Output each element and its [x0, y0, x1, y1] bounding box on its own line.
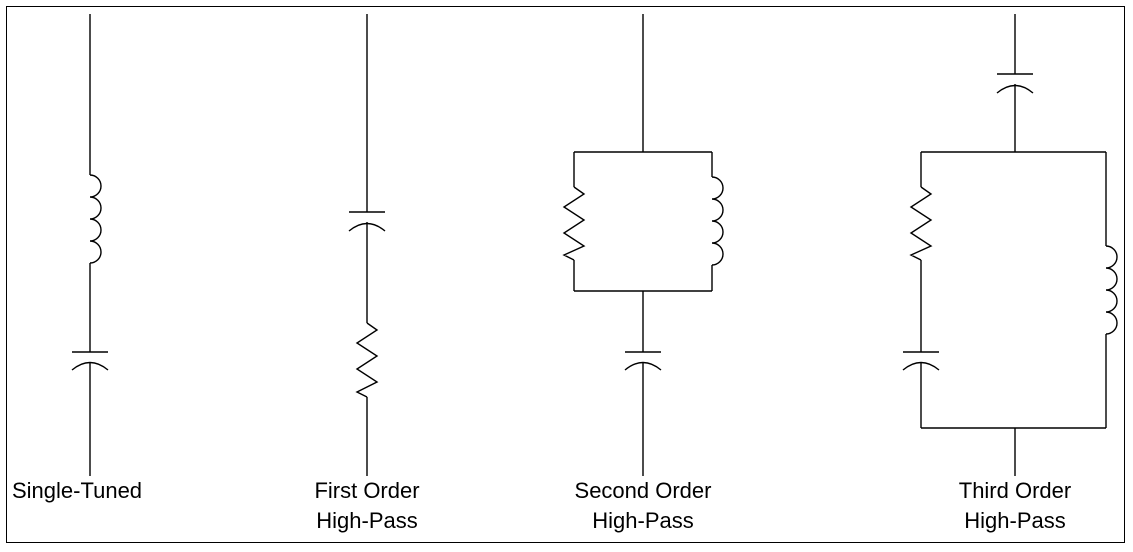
first-order-circuit — [348, 14, 386, 476]
third-order-resistor — [909, 186, 933, 261]
third-order-inductor — [1105, 245, 1118, 335]
third-order-label-line-1: Third Order — [958, 478, 1072, 503]
single-tuned-inductor — [89, 174, 102, 264]
third-order-circuit — [902, 14, 1118, 476]
single-tuned-label-line-1: Single-Tuned — [12, 478, 143, 503]
first-order-label-line-1: First Order — [314, 478, 420, 503]
second-order-resistor — [562, 186, 586, 261]
first-order-resistor — [355, 322, 379, 398]
second-order-label-line-2: High-Pass — [592, 508, 694, 533]
second-order-inductor — [711, 176, 724, 266]
second-order-label: Second Order High-Pass — [553, 476, 733, 536]
single-tuned-label: Single-Tuned — [12, 476, 142, 506]
single-tuned-circuit — [71, 14, 109, 476]
third-order-label-line-2: High-Pass — [964, 508, 1066, 533]
first-order-label-line-2: High-Pass — [316, 508, 418, 533]
second-order-circuit — [562, 14, 724, 476]
first-order-label: First Order High-Pass — [297, 476, 437, 536]
diagram-frame — [6, 6, 1125, 543]
second-order-label-line-1: Second Order — [574, 478, 712, 503]
third-order-label: Third Order High-Pass — [935, 476, 1095, 536]
